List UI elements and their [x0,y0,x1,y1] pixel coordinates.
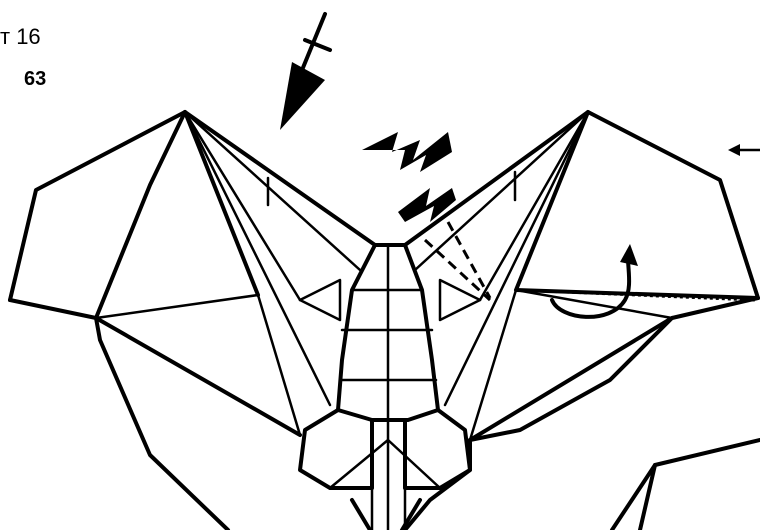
muzzle [300,410,470,530]
right-body [612,440,760,530]
right-ear-creases [415,112,672,440]
small-left-arrow [728,144,760,156]
left-ear-creases [96,112,360,435]
crimp-zigzag-icon [362,132,456,222]
fold-over-arrow [552,244,638,317]
bat-outline [10,112,758,530]
push-arrow [280,14,330,130]
dashed-valley-fold [425,240,490,300]
